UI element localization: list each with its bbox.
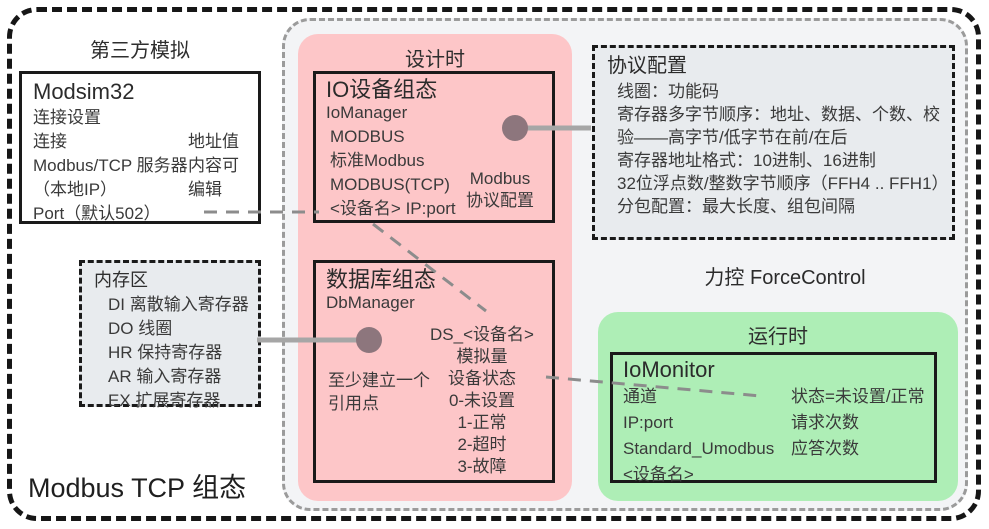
modsim-note-line: 编辑 (188, 180, 222, 199)
memory-item: HR 保持寄存器 (108, 343, 223, 362)
monitor-item: 状态=未设置/正常 (791, 387, 925, 406)
monitor-item: Standard_Umodbus (623, 439, 775, 458)
note-line: 引用点 (328, 394, 379, 413)
io-device-item: 标准Modbus (330, 151, 425, 170)
monitor-item: 应答次数 (791, 439, 859, 458)
runtime-panel (598, 312, 958, 501)
modsim-line: Modbus/TCP 服务器 (33, 156, 188, 175)
modsim32-content: 连接设置 连接 Modbus/TCP 服务器 （本地IP） Port（默认502… (33, 106, 250, 226)
io-manager-subtitle: IoManager (326, 103, 408, 122)
forcecontrol-label: 力控 ForceControl (704, 267, 866, 289)
monitor-item: 通道 (623, 387, 657, 406)
monitor-item: IP:port (623, 413, 674, 432)
protocol-config-box: 协议配置 线圈：功能码 寄存器多字节顺序：地址、数据、个数、校验——高字节/低字… (592, 45, 955, 240)
reference-point-note: 至少建立一个 引用点 (328, 369, 430, 415)
runtime-label: 运行时 (748, 326, 808, 348)
db-item: 模拟量 (456, 347, 508, 366)
note-line: 至少建立一个 (328, 371, 430, 390)
protocol-item: 线圈：功能码 (617, 82, 719, 101)
monitor-item: <设备名> (623, 465, 694, 484)
memory-item: AR 输入寄存器 (108, 367, 222, 386)
protocol-item: 寄存器多字节顺序：地址、数据、个数、校验——高字节/低字节在前/在后 (617, 105, 940, 147)
diagram-title: Modbus TCP 组态 (28, 473, 247, 503)
db-item: 0-未设置 (448, 391, 516, 410)
modsim32-left-column: 连接设置 连接 Modbus/TCP 服务器 （本地IP） Port（默认502… (33, 106, 188, 226)
db-item: 3-故障 (457, 457, 507, 476)
io-device-item: MODBUS(TCP) (330, 175, 450, 194)
protocol-config-title: 协议配置 (607, 55, 687, 77)
memory-item: DI 离散输入寄存器 (108, 295, 249, 314)
db-item: 设备状态 (448, 369, 516, 388)
design-time-label: 设计时 (405, 49, 465, 71)
io-device-items: MODBUS 标准Modbus MODBUS(TCP) <设备名> IP:por… (326, 125, 546, 221)
memory-item: DO 线圈 (108, 319, 173, 338)
db-item: 1-正常 (457, 413, 507, 432)
io-monitor-content: 通道 IP:port Standard_Umodbus <设备名> 状态=未设置… (623, 384, 928, 488)
database-config-title: 数据库组态 (326, 267, 437, 292)
memory-item: EX 扩展寄存器 (108, 391, 221, 410)
io-device-config-title: IO设备组态 (326, 77, 438, 102)
modsim-line: （本地IP） (33, 180, 118, 199)
io-monitor-box: IoMonitor 通道 IP:port Standard_Umodbus <设… (610, 352, 937, 484)
modsim-line: 连接设置 (33, 108, 101, 127)
modsim-line: Port（默认502） (33, 204, 161, 223)
modbus-protocol-note: Modbus 协议配置 (458, 168, 542, 212)
protocol-item: 分包配置：最大长度、组包间隔 (617, 197, 855, 216)
protocol-config-items: 线圈：功能码 寄存器多字节顺序：地址、数据、个数、校验——高字节/低字节在前/在… (607, 80, 949, 218)
memory-area-items: DI 离散输入寄存器 DO 线圈 HR 保持寄存器 AR 输入寄存器 EX 扩展… (94, 293, 252, 413)
io-monitor-title: IoMonitor (623, 357, 715, 382)
db-item: 2-超时 (457, 435, 507, 454)
protocol-item: 32位浮点数/整数字节顺序（FFH4 .. FFH1） (617, 174, 949, 193)
modsim32-title: Modsim32 (33, 79, 135, 104)
memory-area-box: 内存区 DI 离散输入寄存器 DO 线圈 HR 保持寄存器 AR 输入寄存器 E… (79, 260, 261, 410)
memory-area-title: 内存区 (94, 270, 148, 290)
io-monitor-left-column: 通道 IP:port Standard_Umodbus <设备名> (623, 384, 791, 488)
modsim-note-line: 内容可 (188, 156, 239, 175)
protocol-item: 寄存器地址格式：10进制、16进制 (617, 151, 876, 170)
outer-dashed-frame (7, 7, 981, 521)
monitor-item: 请求次数 (791, 413, 859, 432)
io-device-item: <设备名> IP:port (330, 199, 456, 218)
modsim32-right-column: 地址值 内容可 编辑 (188, 130, 250, 226)
db-item: DS_<设备名> (430, 325, 534, 344)
database-config-box: 数据库组态 DbManager 至少建立一个 引用点 DS_<设备名> 模拟量 … (313, 260, 555, 483)
device-status-items: DS_<设备名> 模拟量 设备状态 0-未设置 1-正常 2-超时 3-故障 (420, 324, 544, 478)
third-party-label: 第三方模拟 (90, 40, 190, 62)
modsim-line: 连接 (33, 132, 67, 151)
modsim-note-line: 地址值 (188, 132, 239, 151)
note-line: 协议配置 (466, 191, 534, 210)
io-monitor-right-column: 状态=未设置/正常 请求次数 应答次数 (791, 384, 928, 488)
io-device-item: MODBUS (330, 127, 405, 146)
note-line: Modbus (469, 169, 531, 188)
io-device-config-box: IO设备组态 IoManager MODBUS 标准Modbus MODBUS(… (313, 71, 555, 223)
modsim32-box: Modsim32 连接设置 连接 Modbus/TCP 服务器 （本地IP） P… (19, 71, 261, 224)
db-manager-subtitle: DbManager (326, 293, 415, 312)
